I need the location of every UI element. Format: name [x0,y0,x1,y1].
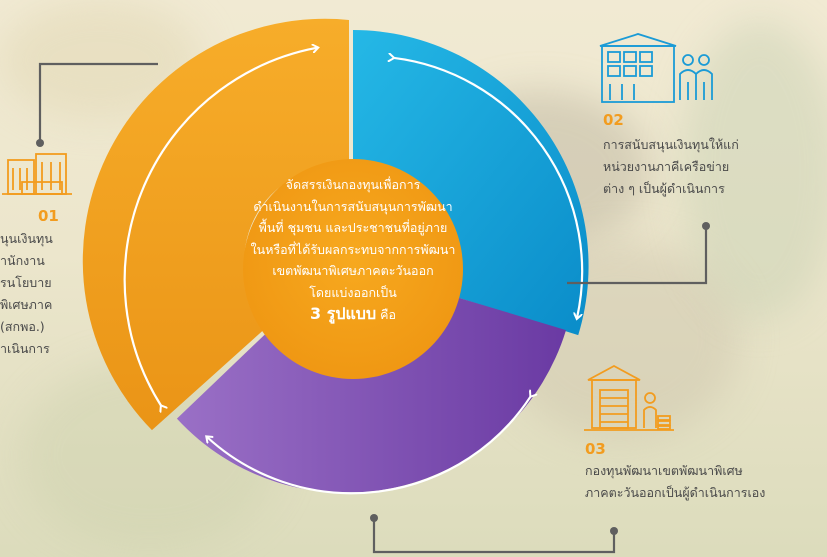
cycle-arrow-purple [207,396,531,495]
item3-line: ภาคตะวันออกเป็นผู้ดำเนินการเอง [585,485,766,500]
item2-line: หน่วยงานภาคีเครือข่าย [603,159,730,174]
item1-line: ำเนินการ [0,341,50,356]
cycle-arrow-orange [123,48,318,407]
center-emphasis-line: 3 รูปแบบ คือ [205,303,501,326]
item1-number: 01 [38,207,59,225]
item3-description: กองทุนพัฒนาเขตพัฒนาพิเศษ ภาคตะวันออกเป็น… [585,460,765,504]
center-line: ในหรือที่ได้รับผลกระทบจากการพัฒนา [250,241,456,257]
item2-description: การสนับสนุนเงินทุนให้แก่ หน่วยงานภาคีเคร… [603,134,739,200]
item1-line: ำนักงาน [0,253,45,268]
connector-dot-item3-b [610,527,618,535]
connector-item3 [372,518,616,554]
center-suffix: คือ [380,307,396,322]
center-line: จัดสรรเงินกองทุนเพื่อการ [285,177,421,192]
center-line: โดยแบ่งออกเป็น [309,284,397,300]
item1-line: (สกพอ.) [0,319,45,334]
center-line: พื้นที่ ชุมชน และประชาชนที่อยู่ภาย [258,220,448,235]
cycle-arrow-blue [393,58,584,318]
network-agency-icon [599,33,713,103]
item1-line: นุนเงินทุน [0,231,53,246]
fund-bank-icon [584,364,674,431]
connector-dot-item1 [36,139,44,147]
item2-line: การสนับสนุนเงินทุนให้แก่ [603,137,739,152]
item2-number: 02 [603,111,624,129]
item3-number: 03 [585,440,606,458]
connector-dot-item3-a [370,514,378,522]
center-line: เขตพัฒนาพิเศษภาคตะวันออก [272,263,434,278]
connector-item1 [38,62,158,143]
center-emphasis: 3 รูปแบบ [310,304,377,323]
item3-line: กองทุนพัฒนาเขตพัฒนาพิเศษ [585,463,743,478]
item2-line: ต่าง ๆ เป็นผู้ดำเนินการ [603,181,725,196]
center-line: ดำเนินงานในการสนับสนุนการพัฒนา [253,198,453,214]
item1-description: นุนเงินทุน ำนักงาน รนโยบาย พิเศษภาค (สกพ… [0,228,53,360]
item1-line: พิเศษภาค [0,297,53,312]
item1-line: รนโยบาย [0,275,52,290]
office-buildings-icon [2,153,72,195]
center-description: จัดสรรเงินกองทุนเพื่อการ ดำเนินงานในการส… [205,174,501,326]
connector-item2 [567,226,708,285]
connector-dot-item2 [702,222,710,230]
